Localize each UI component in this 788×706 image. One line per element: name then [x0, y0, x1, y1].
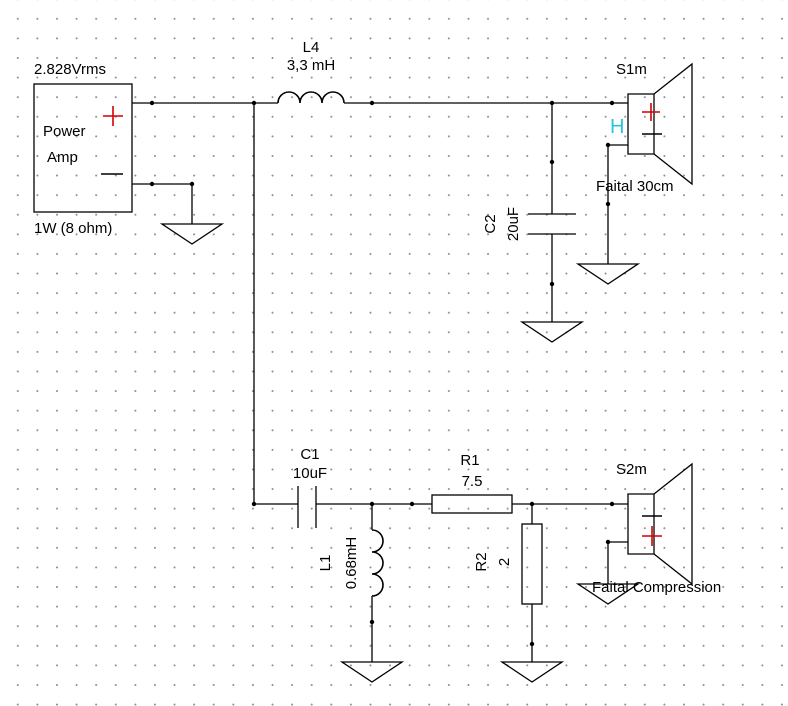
- ground-r2-icon: [499, 661, 565, 683]
- node: [409, 501, 415, 507]
- power-amp-body: [33, 83, 133, 213]
- power-amp[interactable]: 2.828Vrms Power Amp 1W (8 ohm): [33, 61, 133, 237]
- s1m-model-label: Faital 30cm: [596, 178, 674, 195]
- node: [609, 100, 615, 106]
- node: [529, 641, 535, 647]
- s1m-h-marker: H: [610, 116, 624, 138]
- speaker-s1m[interactable]: H S1m Faital 30cm: [596, 61, 693, 195]
- amp-name-line1: Power: [43, 123, 86, 140]
- inductor-l4[interactable]: L4 3,3 mH: [277, 39, 345, 104]
- c2-ref-label: C2: [482, 214, 499, 233]
- wire-s1m-ground: [607, 144, 628, 264]
- node: [149, 100, 155, 106]
- ground-s2m-icon: [575, 583, 641, 605]
- capacitor-c2[interactable]: C2 20uF: [482, 207, 576, 241]
- wire-amp-ground: [132, 183, 193, 224]
- inductor-l1-coil: [371, 529, 384, 597]
- c1-ref-label: C1: [300, 446, 319, 463]
- ground-amp-icon: [159, 223, 225, 245]
- speaker-s2m[interactable]: S2m Faital Compression: [592, 461, 721, 596]
- junction-nodes: [149, 100, 615, 647]
- resistor-r2[interactable]: R2 2: [473, 523, 543, 605]
- s1m-ref-label: S1m: [616, 61, 647, 78]
- l4-ref-label: L4: [303, 39, 320, 56]
- wire-s2m-ground: [607, 541, 628, 584]
- r2-body: [521, 523, 543, 605]
- node: [149, 181, 155, 187]
- r1-value-label: 7.5: [462, 473, 483, 490]
- inductor-l1[interactable]: L1 0.68mH: [317, 529, 384, 597]
- amp-name-line2: Amp: [47, 149, 78, 166]
- amp-voltage-label: 2.828Vrms: [34, 61, 106, 78]
- node: [251, 100, 257, 106]
- c2-value-label: 20uF: [505, 207, 522, 241]
- r2-value-label: 2: [496, 558, 513, 566]
- node: [369, 100, 375, 106]
- node: [605, 201, 611, 207]
- s2m-speaker-icon: [627, 462, 693, 586]
- node: [549, 159, 555, 165]
- node: [609, 501, 615, 507]
- node: [605, 142, 611, 148]
- c1-value-label: 10uF: [293, 465, 327, 482]
- s2m-ref-label: S2m: [616, 461, 647, 478]
- s2m-plus-sign: [642, 526, 662, 546]
- s1m-speaker-icon: [627, 62, 693, 186]
- amp-plus-sign: [103, 106, 123, 126]
- node: [549, 100, 555, 106]
- l4-value-label: 3,3 mH: [287, 57, 335, 74]
- node: [369, 501, 375, 507]
- node: [529, 501, 535, 507]
- ground-l1-icon: [339, 661, 405, 683]
- inductor-l4-coil: [277, 91, 345, 104]
- r1-ref-label: R1: [460, 452, 479, 469]
- capacitor-c1[interactable]: C1 10uF: [293, 446, 327, 528]
- resistor-r1[interactable]: R1 7.5: [431, 452, 513, 514]
- node: [549, 281, 555, 287]
- node: [369, 619, 375, 625]
- s2m-model-label: Faital Compression: [592, 579, 721, 596]
- l1-value-label: 0.68mH: [343, 537, 360, 590]
- ground-s1m-icon: [575, 263, 641, 285]
- ground-c2-icon: [519, 321, 585, 343]
- r1-body: [431, 494, 513, 514]
- r2-ref-label: R2: [473, 552, 490, 571]
- node: [605, 539, 611, 545]
- s1m-plus-sign: [642, 103, 660, 121]
- l1-ref-label: L1: [317, 555, 334, 572]
- amp-power-rating: 1W (8 ohm): [34, 220, 112, 237]
- node: [251, 501, 257, 507]
- node: [189, 181, 195, 187]
